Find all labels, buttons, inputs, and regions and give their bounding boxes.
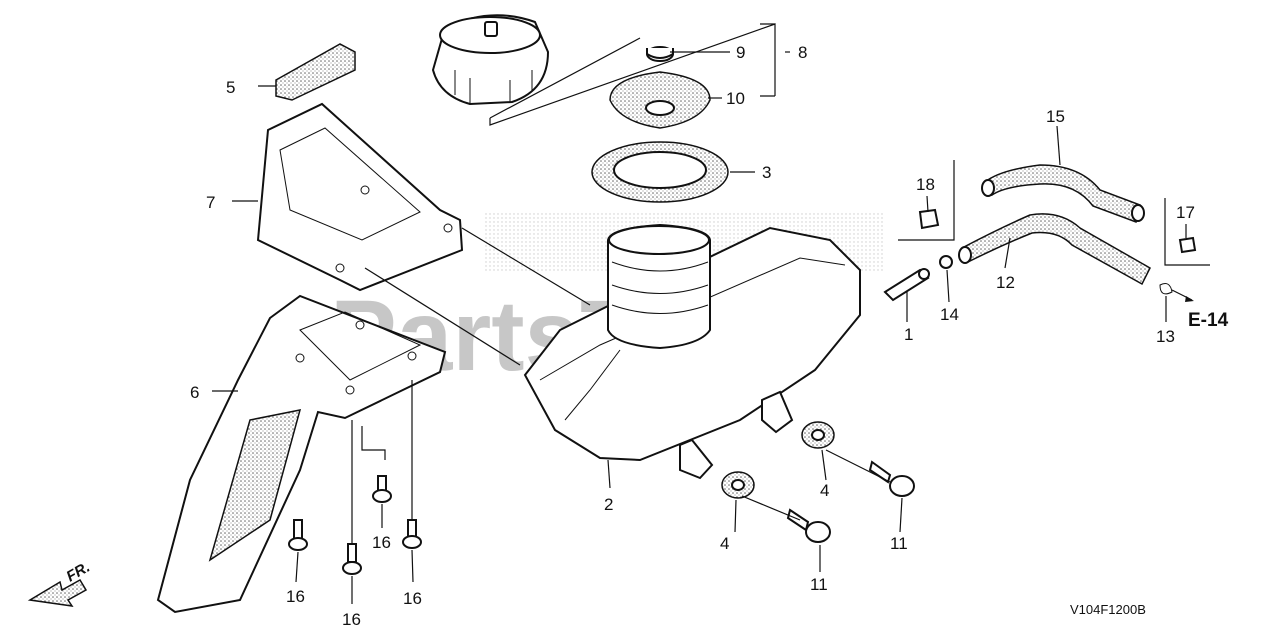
- callout-16: 16: [372, 533, 391, 552]
- callouts: 1 2 3 4 4 5 6 7 8 9 10 11 11 12 13 14 15…: [190, 43, 1195, 629]
- callout-9: 9: [736, 43, 745, 62]
- leader-lines: [212, 51, 1187, 604]
- fuel-tank-cap: [431, 14, 550, 106]
- reference-link[interactable]: E-14: [1171, 289, 1229, 331]
- callout-16: 16: [403, 589, 422, 608]
- tank-bracket: [156, 294, 447, 614]
- callout-8: 8: [798, 43, 807, 62]
- callout-2: 2: [604, 495, 613, 514]
- callout-4: 4: [820, 481, 829, 500]
- tank-seal: [591, 141, 729, 203]
- mounting-rubber: [721, 421, 835, 499]
- callout-12: 12: [996, 273, 1015, 292]
- group-brackets: [361, 23, 1210, 460]
- callout-16: 16: [286, 587, 305, 606]
- fuel-tank: [523, 223, 861, 480]
- direction-label: FR.: [64, 559, 93, 586]
- callout-6: 6: [190, 383, 199, 402]
- reference-label: E-14: [1188, 310, 1229, 331]
- callout-15: 15: [1046, 107, 1065, 126]
- callout-5: 5: [226, 78, 235, 97]
- callout-17: 17: [1176, 203, 1195, 222]
- callout-11: 11: [890, 534, 908, 553]
- diagram-code: V104F1200B: [1070, 602, 1146, 617]
- breather-tube: [981, 164, 1145, 223]
- callout-13: 13: [1156, 327, 1175, 346]
- protector-pad: [275, 43, 356, 101]
- callout-10: 10: [726, 89, 745, 108]
- tube-clips: [918, 208, 1197, 295]
- callout-16: 16: [342, 610, 361, 629]
- callout-7: 7: [206, 193, 215, 212]
- cap-gasket: [609, 71, 711, 129]
- callout-14: 14: [940, 305, 959, 324]
- flange-bolt: [786, 460, 915, 543]
- fuel-tube: [958, 213, 1151, 286]
- callout-4: 4: [720, 534, 729, 553]
- bracket-bolts: [288, 475, 422, 575]
- callout-11: 11: [810, 575, 828, 594]
- fuel-cock: [883, 268, 930, 302]
- tank-guard: [256, 102, 464, 292]
- callout-1: 1: [904, 325, 913, 344]
- callout-18: 18: [916, 175, 935, 194]
- front-direction-indicator: FR.: [27, 559, 93, 607]
- cap-cover: [646, 46, 674, 62]
- callout-3: 3: [762, 163, 771, 182]
